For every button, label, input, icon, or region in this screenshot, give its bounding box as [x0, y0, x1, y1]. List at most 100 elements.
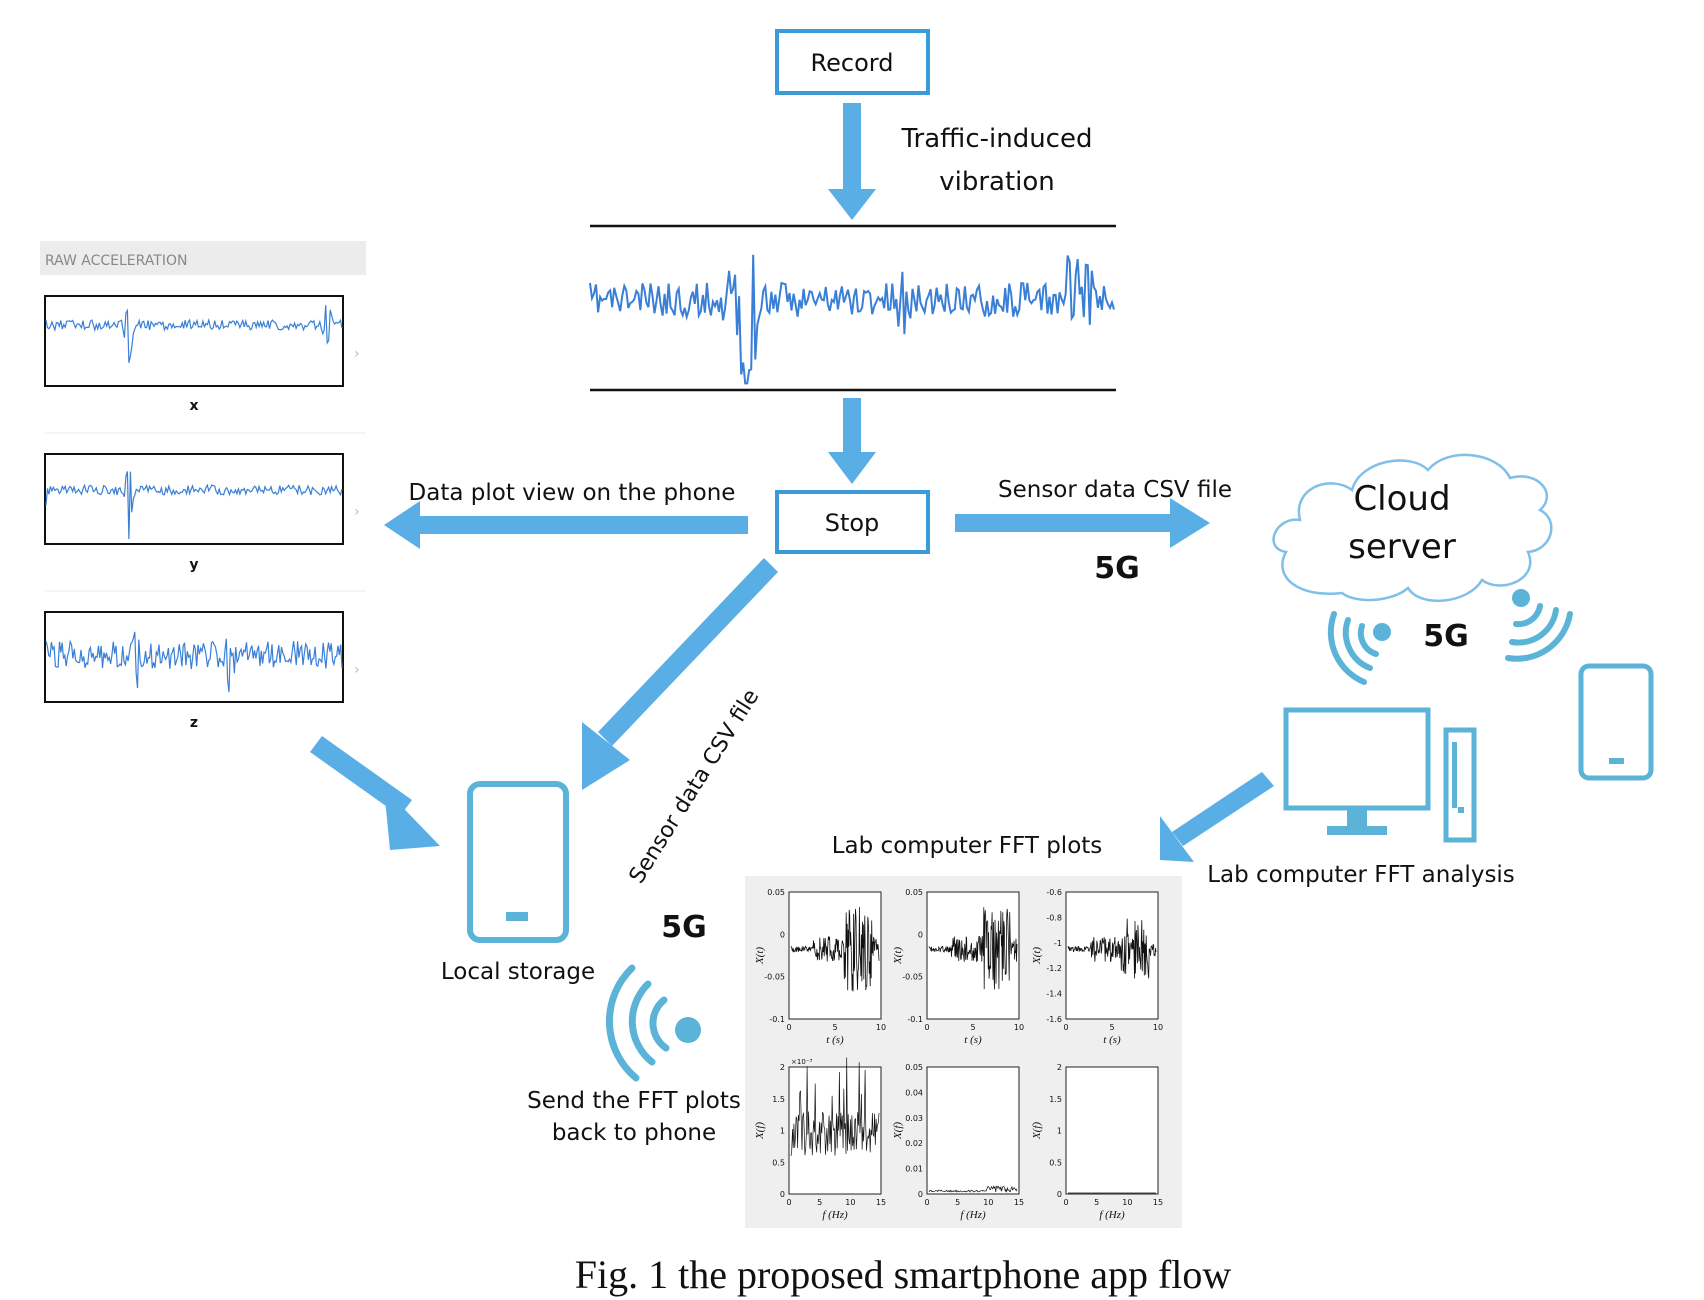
arrow-stop-to-cloud — [955, 498, 1210, 548]
raw-waveform-x — [45, 305, 343, 363]
fft-xlabel: t (s) — [826, 1034, 844, 1046]
record-label: Record — [811, 49, 894, 77]
fft-ytick-label: 0.03 — [905, 1114, 923, 1123]
fft-ytick-label: 0.02 — [905, 1139, 923, 1148]
fft-ytick-label: 0 — [780, 1190, 785, 1199]
fft-xlabel: t (s) — [964, 1034, 982, 1046]
arrow-record-to-signal — [828, 103, 876, 220]
raw-waveform-y — [45, 471, 343, 540]
fft-ytick-label: 1 — [1057, 1127, 1062, 1136]
fft-ylabel: X(f) — [1031, 1122, 1043, 1140]
raw-panel-header: RAW ACCELERATION — [45, 253, 187, 269]
fft-xtick-label: 15 — [1153, 1198, 1163, 1207]
stop-label: Stop — [825, 509, 880, 537]
chevron-right-icon: › — [354, 504, 360, 520]
fft-ytick-label: 0 — [918, 930, 923, 939]
fft-ytick-label: 0.01 — [905, 1165, 923, 1174]
fft-xtick-label: 5 — [817, 1198, 822, 1207]
fft-xtick-label: 10 — [1153, 1023, 1163, 1032]
arrow-signal-to-stop — [828, 398, 876, 484]
fft-xlabel: f (Hz) — [822, 1209, 848, 1221]
fft-xtick-label: 5 — [832, 1023, 837, 1032]
data-plot-view-label: Data plot view on the phone — [409, 480, 736, 506]
fft-xtick-label: 0 — [786, 1023, 791, 1032]
fft-xtick-label: 5 — [1094, 1198, 1099, 1207]
lab-plots-label: Lab computer FFT plots — [832, 833, 1103, 859]
fft-ytick-label: 0 — [918, 1190, 923, 1199]
fft-xtick-label: 10 — [876, 1023, 886, 1032]
fft-ylabel: X(f) — [892, 1122, 904, 1140]
arrow-stop-to-local-storage — [582, 558, 778, 790]
fft-ytick-label: -0.05 — [902, 973, 923, 982]
wireless-signal-icon-send — [605, 964, 701, 1082]
fft-xtick-label: 0 — [924, 1023, 929, 1032]
cloud-icon — [1272, 453, 1553, 602]
send-label-line1: Send the FFT plots — [527, 1088, 741, 1114]
stop-node: Stop — [775, 490, 930, 554]
fft-ytick-label: 2 — [1057, 1063, 1062, 1072]
local-storage-phone-icon — [467, 781, 569, 943]
fft-xtick-label: 5 — [955, 1198, 960, 1207]
raw-axis-label-y: y — [189, 557, 198, 573]
fft-xlabel: f (Hz) — [1099, 1209, 1125, 1221]
fft-trace — [1067, 918, 1157, 979]
fft-xlabel: f (Hz) — [960, 1209, 986, 1221]
fft-ytick-label: -0.8 — [1046, 913, 1062, 922]
fft-xtick-label: 0 — [924, 1198, 929, 1207]
fft-trace — [790, 907, 880, 992]
local-storage-label: Local storage — [441, 959, 595, 985]
fft-xtick-label: 0 — [1063, 1198, 1068, 1207]
fft-xlabel: t (s) — [1103, 1034, 1121, 1046]
lab-analysis-label: Lab computer FFT analysis — [1207, 862, 1515, 888]
fft-ytick-label: -1.4 — [1046, 990, 1062, 999]
fft-ytick-label: 0.5 — [1049, 1158, 1062, 1167]
raw-plot-z: › z — [44, 611, 360, 731]
cloud-label-line1: Cloud — [1353, 479, 1450, 519]
arrow-computer-to-fft — [1160, 772, 1274, 862]
fft-ytick-label: 2 — [780, 1063, 785, 1072]
chevron-right-icon: › — [354, 662, 360, 678]
arrow-stop-to-plot-view — [384, 501, 748, 549]
sensor-csv-label-diagonal: Sensor data CSV file — [625, 685, 765, 888]
fft-ytick-label: -1.6 — [1046, 1015, 1062, 1024]
fft-exponent-label: ×10⁻³ — [791, 1058, 812, 1066]
fft-ytick-label: -1.2 — [1046, 964, 1062, 973]
remote-phone-icon — [1578, 663, 1654, 781]
fft-ytick-label: 1.5 — [772, 1095, 785, 1104]
vibration-waveform — [589, 254, 1115, 385]
fft-xtick-label: 15 — [876, 1198, 886, 1207]
raw-panel-header-bar — [40, 241, 366, 275]
send-label-line2: back to phone — [552, 1120, 716, 1146]
arrow-raw-to-local-storage — [310, 736, 440, 850]
raw-waveform-z — [45, 631, 343, 693]
fft-ylabel: X(f) — [754, 1122, 766, 1140]
fiveg-label-near-cloud: 5G — [1423, 619, 1469, 654]
record-box — [775, 29, 930, 95]
raw-axis-label-x: x — [189, 398, 198, 414]
fiveg-label-cloud-link: 5G — [1094, 551, 1140, 586]
cloud-server-node: Cloud server — [1272, 453, 1553, 602]
fft-ytick-label: 1.5 — [1049, 1095, 1062, 1104]
wireless-signal-icon-left — [1327, 611, 1391, 685]
raw-acceleration-panel: RAW ACCELERATION › x › y › z — [40, 241, 366, 731]
fft-ytick-label: 0.05 — [767, 888, 785, 897]
raw-plot-x: › x — [44, 295, 360, 414]
cloud-label-line2: server — [1348, 527, 1456, 567]
fft-trace — [790, 1057, 880, 1156]
fft-ytick-label: 0.05 — [905, 1063, 923, 1072]
wireless-signal-icon-right — [1505, 589, 1573, 662]
fft-ytick-label: -0.05 — [764, 973, 785, 982]
fft-xtick-label: 10 — [845, 1198, 855, 1207]
fft-ylabel: X(t) — [754, 947, 766, 965]
fft-ytick-label: -1 — [1054, 939, 1062, 948]
fft-xtick-label: 0 — [786, 1198, 791, 1207]
figure-caption: Fig. 1 the proposed smartphone app flow — [575, 1252, 1232, 1297]
